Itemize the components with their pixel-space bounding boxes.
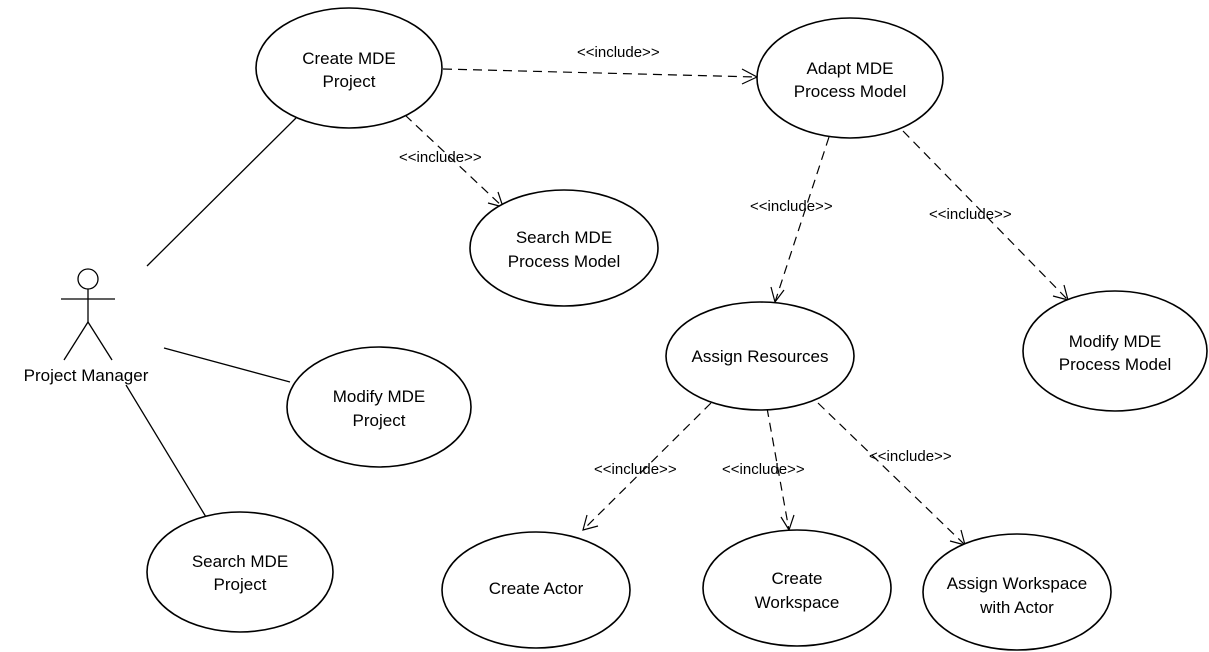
usecase-assign-workspace-with-actor[interactable]: Assign Workspace with Actor (922, 533, 1112, 651)
include-create-to-adapt (442, 68, 759, 85)
usecase-create-workspace[interactable]: Create Workspace (702, 529, 892, 647)
include-assign-to-assign-workspace-with-actor (817, 402, 966, 546)
usecase-label-line1: Search MDE (192, 552, 288, 571)
usecase-label-line1: Create MDE (302, 49, 396, 68)
include-label-create-adapt: <<include>> (577, 44, 660, 61)
include-label-create-search: <<include>> (399, 149, 482, 166)
usecase-label-line2: Process Model (794, 82, 906, 101)
include-label-assign-workspace-actor: <<include>> (869, 448, 952, 465)
usecase-label-line1: Create Actor (489, 579, 584, 598)
include-assign-to-create-actor (582, 402, 712, 531)
association-create-mde-project (146, 117, 297, 267)
usecase-search-mde-process-model[interactable]: Search MDE Process Model (469, 189, 659, 307)
usecase-adapt-mde-process-model[interactable]: Adapt MDE Process Model (756, 17, 944, 139)
actor-project-manager[interactable]: Project Manager (24, 268, 149, 385)
include-label-adapt-assign: <<include>> (750, 198, 833, 215)
usecase-create-actor[interactable]: Create Actor (441, 531, 631, 649)
usecase-label-line2: Project (323, 72, 376, 91)
usecase-label-line1: Search MDE (516, 228, 612, 247)
usecase-label-line1: Assign Workspace (947, 574, 1087, 593)
association-modify-mde-project (163, 347, 291, 383)
usecase-label-line1: Adapt MDE (807, 59, 894, 78)
include-label-assign-actor: <<include>> (594, 461, 677, 478)
usecase-label-line2: Process Model (1059, 355, 1171, 374)
association-search-mde-project (125, 384, 207, 518)
usecase-modify-mde-process-model[interactable]: Modify MDE Process Model (1022, 290, 1208, 412)
usecase-label-line1: Modify MDE (333, 387, 426, 406)
usecase-modify-mde-project[interactable]: Modify MDE Project (286, 346, 472, 468)
usecase-label-line1: Assign Resources (691, 347, 828, 366)
usecase-label-line2: with Actor (979, 598, 1054, 617)
usecase-label-line1: Modify MDE (1069, 332, 1162, 351)
usecase-assign-resources[interactable]: Assign Resources (665, 301, 855, 411)
actor-stick-figure-icon (61, 268, 115, 361)
actor-name: Project Manager (24, 366, 149, 385)
usecase-label-line2: Workspace (755, 593, 840, 612)
usecase-create-mde-project[interactable]: Create MDE Project (255, 7, 443, 129)
usecase-label-line2: Project (353, 411, 406, 430)
usecase-label-line2: Process Model (508, 252, 620, 271)
include-label-adapt-modify: <<include>> (929, 206, 1012, 223)
include-adapt-to-assign-resources (770, 136, 830, 304)
usecase-label-line2: Project (214, 575, 267, 594)
usecase-search-mde-project[interactable]: Search MDE Project (146, 511, 334, 633)
usecase-label-line1: Create (771, 569, 822, 588)
include-label-assign-workspace: <<include>> (722, 461, 805, 478)
